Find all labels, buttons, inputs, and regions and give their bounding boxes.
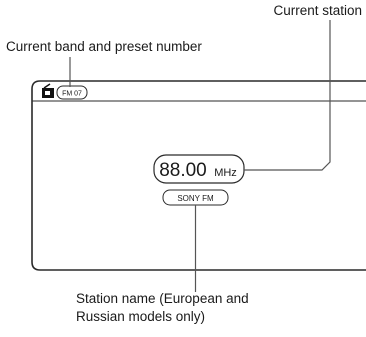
leader-line-current-station xyxy=(244,20,331,171)
frequency-box xyxy=(153,154,245,184)
callout-station-name-line1: Station name (European and xyxy=(76,291,249,306)
frequency-value: 88.00 xyxy=(159,160,207,181)
frequency-display: 88.00 MHz xyxy=(159,160,237,181)
callout-current-station: Current station xyxy=(273,3,362,18)
callout-station-name: Station name (European and Russian model… xyxy=(76,290,249,326)
frequency-unit: MHz xyxy=(214,167,237,179)
band-preset-badge-text: FM 07 xyxy=(62,91,82,98)
radio-icon xyxy=(42,83,54,98)
callout-station-name-line2: Russian models only) xyxy=(76,309,206,324)
station-name-text: SONY FM xyxy=(177,194,214,203)
callout-band-preset: Current band and preset number xyxy=(6,39,202,54)
band-preset-badge-frame xyxy=(56,85,88,100)
